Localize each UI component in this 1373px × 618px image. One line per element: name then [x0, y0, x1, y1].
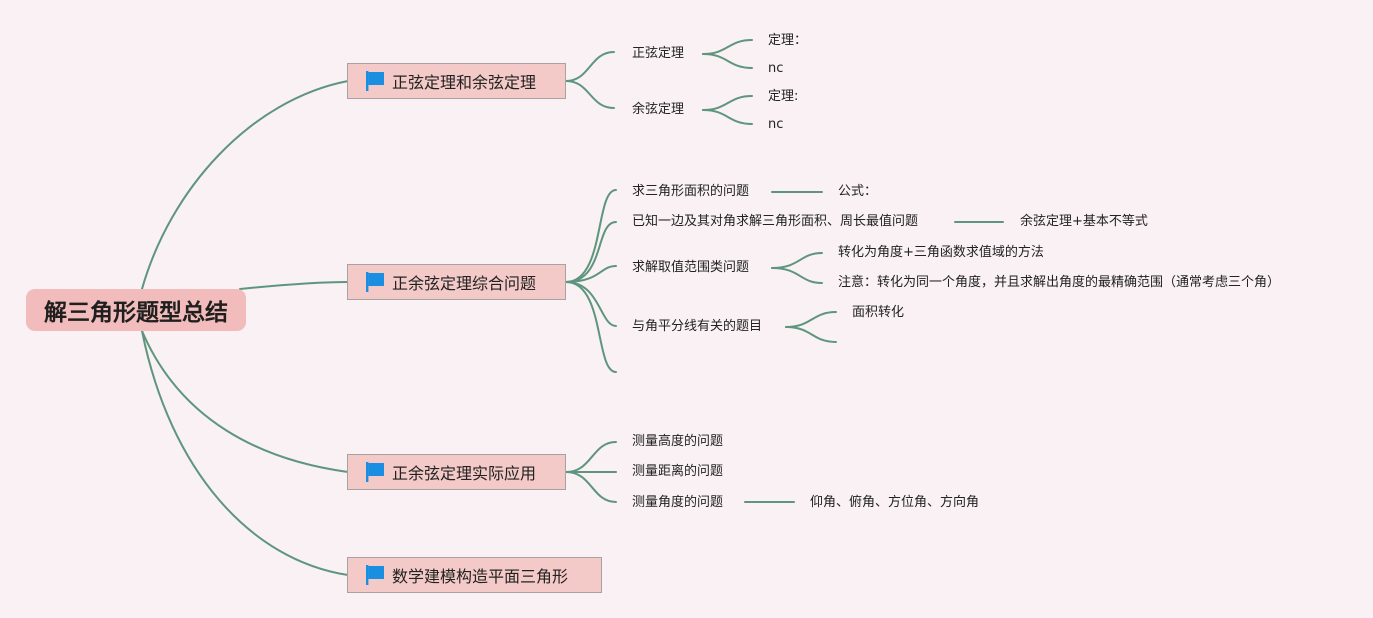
flag-icon [366, 71, 384, 91]
topic-sine-cosine-laws[interactable]: 正弦定理和余弦定理 [347, 63, 566, 99]
subtopic-angle-bisector[interactable]: 与角平分线有关的题目 [632, 319, 763, 334]
connector [785, 326, 837, 343]
connector [771, 267, 823, 284]
connector [565, 51, 615, 82]
leaf-angle-types[interactable]: 仰角、俯角、方位角、方向角 [810, 495, 980, 510]
leaf-formula[interactable]: 公式： [838, 184, 878, 199]
connector [702, 109, 753, 125]
leaf-cosine-theorem[interactable]: 定理: [768, 89, 799, 104]
leaf-angle-method[interactable]: 转化为角度+三角函数求值域的方法 [838, 245, 1044, 260]
topic-label: 正弦定理和余弦定理 [392, 73, 537, 92]
subtopic-cosine-law[interactable]: 余弦定理 [632, 102, 685, 117]
flag-icon [366, 565, 384, 585]
leaf-sine-theorem[interactable]: 定理： [768, 33, 808, 48]
leaf-cosine-nc[interactable]: nc [768, 117, 784, 132]
connector [702, 39, 753, 55]
leaf-cosine-inequality[interactable]: 余弦定理+基本不等式 [1020, 214, 1148, 229]
subtopic-sine-law[interactable]: 正弦定理 [632, 46, 685, 61]
connector [565, 471, 617, 503]
connector [141, 330, 349, 473]
leaf-range-note[interactable]: 注意：转化为同一个角度，并且求解出角度的最精确范围（通常考虑三个角） [838, 275, 1281, 290]
connector [141, 330, 349, 576]
topic-label: 数学建模构造平面三角形 [392, 567, 569, 586]
topic-comprehensive-problems[interactable]: 正余弦定理综合问题 [347, 264, 566, 300]
subtopic-range-problem[interactable]: 求解取值范围类问题 [632, 260, 750, 275]
root-topic[interactable]: 解三角形题型总结 [26, 289, 246, 331]
subtopic-height-measurement[interactable]: 测量高度的问题 [632, 434, 724, 449]
topic-label: 正余弦定理综合问题 [392, 274, 537, 293]
connector [771, 252, 823, 269]
topic-modeling-triangles[interactable]: 数学建模构造平面三角形 [347, 557, 602, 593]
flag-icon [366, 462, 384, 482]
subtopic-angle-measurement[interactable]: 测量角度的问题 [632, 495, 724, 510]
root-label: 解三角形题型总结 [44, 300, 228, 326]
subtopic-extremum-problem[interactable]: 已知一边及其对角求解三角形面积、周长最值问题 [632, 214, 919, 229]
connector [565, 189, 617, 283]
connector [785, 311, 837, 328]
connector [565, 221, 617, 283]
topic-label: 正余弦定理实际应用 [392, 464, 537, 483]
connector [565, 441, 617, 473]
connector [702, 53, 753, 69]
leaf-sine-nc[interactable]: nc [768, 61, 784, 76]
connector [702, 95, 753, 111]
topic-practical-applications[interactable]: 正余弦定理实际应用 [347, 454, 566, 490]
connector [141, 80, 349, 290]
subtopic-distance-measurement[interactable]: 测量距离的问题 [632, 464, 724, 479]
leaf-area-conversion[interactable]: 面积转化 [852, 305, 905, 320]
subtopic-area-problem[interactable]: 求三角形面积的问题 [632, 184, 750, 199]
connector [565, 80, 615, 109]
connector [565, 281, 617, 373]
flag-icon [366, 272, 384, 292]
connector [565, 265, 617, 283]
connector [239, 281, 349, 290]
